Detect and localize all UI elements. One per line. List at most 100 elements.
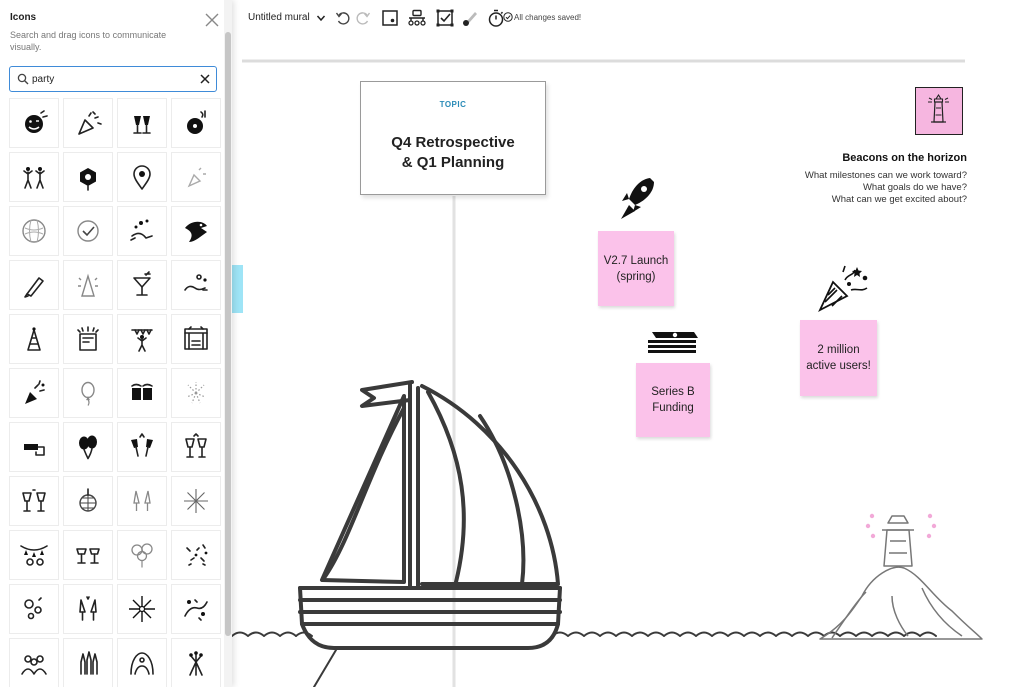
- party-popper-icon: [78, 111, 102, 135]
- beacon-question: What goals do we have?: [862, 182, 967, 193]
- money-stack-icon[interactable]: [646, 328, 700, 358]
- icon-result-tile[interactable]: [117, 422, 167, 472]
- icons-panel: Icons Search and drag icons to communica…: [0, 0, 232, 687]
- sticky-note-icon[interactable]: [380, 8, 400, 28]
- icon-result-tile[interactable]: [9, 368, 59, 418]
- icon-result-tile[interactable]: [9, 314, 59, 364]
- icon-result-tile[interactable]: [9, 152, 59, 202]
- icon-result-tile[interactable]: [9, 476, 59, 526]
- sparkle-burst-icon: [186, 382, 206, 404]
- icon-result-tile[interactable]: [63, 152, 113, 202]
- icon-result-tile[interactable]: [171, 422, 221, 472]
- celebration-poster-icon: [77, 326, 99, 351]
- icon-result-tile[interactable]: [63, 422, 113, 472]
- confetti-popper-icon: [187, 167, 206, 188]
- wine-glasses-icon: [185, 433, 207, 458]
- select-check-icon[interactable]: [435, 8, 455, 28]
- icon-result-tile[interactable]: [171, 368, 221, 418]
- champagne-flutes-icon: [133, 490, 151, 511]
- champagne-clink-icon: [79, 596, 97, 621]
- icon-result-tile[interactable]: [117, 152, 167, 202]
- firework-star-icon: [129, 596, 155, 622]
- clear-search-icon[interactable]: [198, 72, 212, 86]
- icon-result-tile[interactable]: [117, 260, 167, 310]
- icon-result-tile[interactable]: [9, 260, 59, 310]
- icon-result-tile[interactable]: [171, 314, 221, 364]
- icon-result-tile[interactable]: [117, 530, 167, 580]
- icon-result-tile[interactable]: [171, 638, 221, 687]
- close-icon[interactable]: [204, 12, 220, 28]
- icon-result-tile[interactable]: [117, 206, 167, 256]
- icon-result-tile[interactable]: [63, 584, 113, 634]
- icon-search-input[interactable]: [32, 71, 192, 87]
- icon-result-tile[interactable]: [117, 98, 167, 148]
- mural-title[interactable]: Untitled mural: [248, 12, 310, 23]
- icon-result-tile[interactable]: [9, 206, 59, 256]
- icon-result-tile[interactable]: [117, 584, 167, 634]
- clinking-mugs-icon: [131, 383, 153, 400]
- lighthouse-icon-box[interactable]: [915, 87, 963, 135]
- icon-result-tile[interactable]: [9, 638, 59, 687]
- panel-scrollbar-thumb[interactable]: [225, 32, 231, 636]
- chevron-down-icon[interactable]: [316, 13, 326, 23]
- sticky-note[interactable]: V2.7 Launch(spring): [598, 231, 674, 306]
- icon-result-tile[interactable]: [117, 638, 167, 687]
- stage-curtain-icon: [184, 326, 208, 350]
- icon-result-tile[interactable]: [117, 314, 167, 364]
- balloons-icon: [79, 435, 97, 460]
- martini-glasses-icon: [76, 548, 100, 564]
- outline-icon[interactable]: [407, 8, 427, 28]
- icon-result-tile[interactable]: [117, 476, 167, 526]
- icon-result-tile[interactable]: [171, 260, 221, 310]
- top-toolbar: Untitled mural All changes saved!: [232, 0, 1024, 36]
- mural-canvas[interactable]: TOPIC Q4 Retrospective & Q1 Planning Bea…: [232, 36, 1024, 687]
- icon-result-tile[interactable]: [9, 530, 59, 580]
- timer-icon[interactable]: [486, 8, 506, 28]
- icon-search-box[interactable]: [9, 66, 217, 92]
- topic-card[interactable]: TOPIC Q4 Retrospective & Q1 Planning: [360, 81, 546, 195]
- icon-result-tile[interactable]: [171, 206, 221, 256]
- icon-result-tile[interactable]: [63, 206, 113, 256]
- icon-result-tile[interactable]: [9, 422, 59, 472]
- icon-results-grid: [9, 98, 221, 687]
- icon-result-tile[interactable]: [171, 152, 221, 202]
- panel-description: Search and drag icons to communicate vis…: [10, 30, 167, 52]
- icon-result-tile[interactable]: [63, 314, 113, 364]
- sailboat-illustration: [232, 380, 983, 687]
- icon-result-tile[interactable]: [171, 530, 221, 580]
- hexagon-balloon-icon: [80, 168, 96, 191]
- undo-icon[interactable]: [333, 8, 353, 28]
- icon-result-tile[interactable]: [171, 476, 221, 526]
- popper-burst-icon: [25, 380, 45, 404]
- streamers-icon: [184, 599, 208, 621]
- string-lights-icon: [20, 545, 48, 566]
- icon-result-tile[interactable]: [63, 260, 113, 310]
- icon-result-tile[interactable]: [9, 98, 59, 148]
- icon-result-tile[interactable]: [63, 368, 113, 418]
- beacons-title: Beacons on the horizon: [842, 152, 967, 164]
- panel-title: Icons: [10, 12, 37, 23]
- icon-result-tile[interactable]: [63, 530, 113, 580]
- icon-result-tile[interactable]: [63, 98, 113, 148]
- draw-pen-icon[interactable]: [460, 8, 480, 28]
- rocket-icon[interactable]: [617, 175, 657, 225]
- balloon-icon: [81, 381, 95, 406]
- icon-result-tile[interactable]: [171, 98, 221, 148]
- beacon-question: What milestones can we work toward?: [804, 170, 967, 181]
- icon-result-tile[interactable]: [171, 584, 221, 634]
- icon-result-tile[interactable]: [9, 584, 59, 634]
- sticky-text-line: Series B: [651, 386, 695, 398]
- icon-result-tile[interactable]: [117, 368, 167, 418]
- bouquet-icon: [189, 651, 203, 676]
- icon-result-tile[interactable]: [63, 476, 113, 526]
- beacon-question: What can we get excited about?: [831, 194, 967, 205]
- party-popper-icon[interactable]: [815, 264, 871, 314]
- toast-glasses-icon: [22, 489, 46, 512]
- icon-result-tile[interactable]: [63, 638, 113, 687]
- sticky-text-line: 2 million: [817, 344, 860, 356]
- balloon-bunch-icon: [131, 543, 153, 568]
- lighthouse-icon: [928, 93, 949, 123]
- redo-icon[interactable]: [353, 8, 373, 28]
